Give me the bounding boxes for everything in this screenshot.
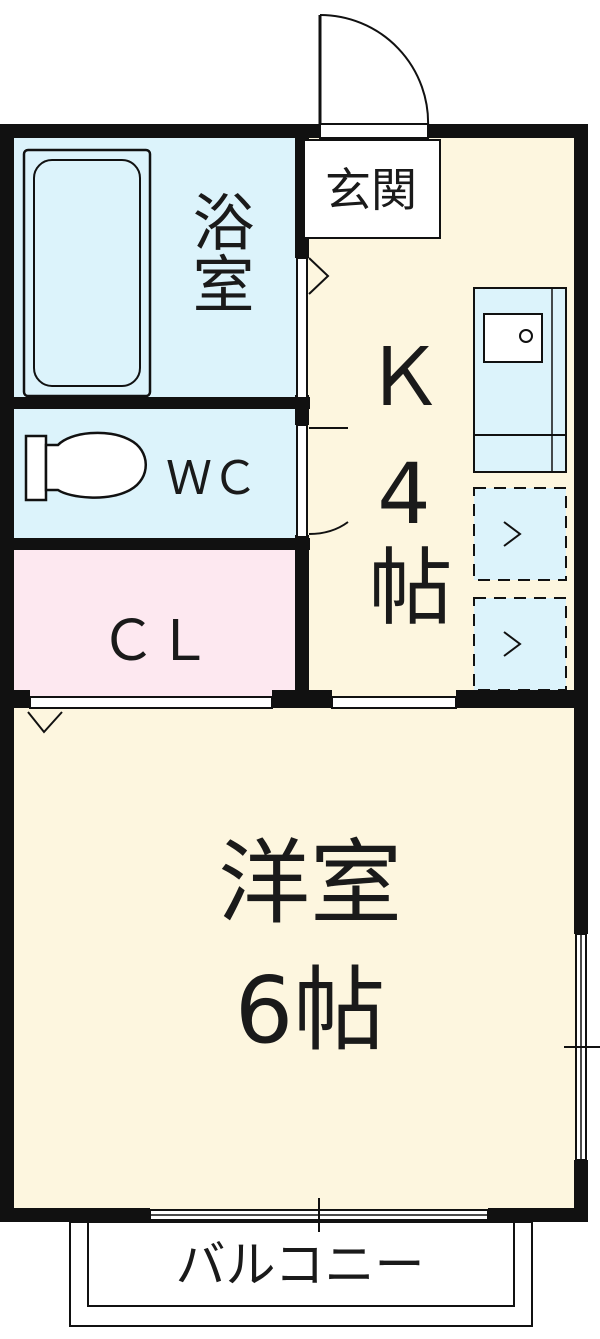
toilet [24,431,147,502]
western-room-size: 6帖 [235,957,386,1064]
right-window [564,933,600,1161]
wc-label: ＷＣ [166,451,258,505]
kitchen-size: 4帖 [355,445,453,627]
entrance-label: 玄関 [325,163,417,217]
kitchen-label: Ｋ [364,331,444,424]
entrance-door [318,13,430,129]
closet-door [27,696,273,734]
balcony-label: バルコニー [176,1236,425,1294]
entrance-threshold [319,123,429,139]
western-room-label: 洋室 [218,830,402,937]
balcony [69,1221,533,1327]
kitchen-sink [473,287,567,473]
bath-label: 浴室 [182,190,255,314]
western-room-door [331,696,457,709]
wc-door [296,424,349,538]
appliance-space-lower [473,597,567,691]
closet-label: ＣＬ [100,609,212,674]
balcony-window [149,1198,489,1232]
bathtub [22,148,152,398]
floor-closet [10,550,305,700]
entrance-box [303,139,441,239]
appliance-space-upper [473,487,567,581]
floor-western-room [10,705,580,1215]
walls [0,124,588,1222]
bath-door [296,257,330,399]
